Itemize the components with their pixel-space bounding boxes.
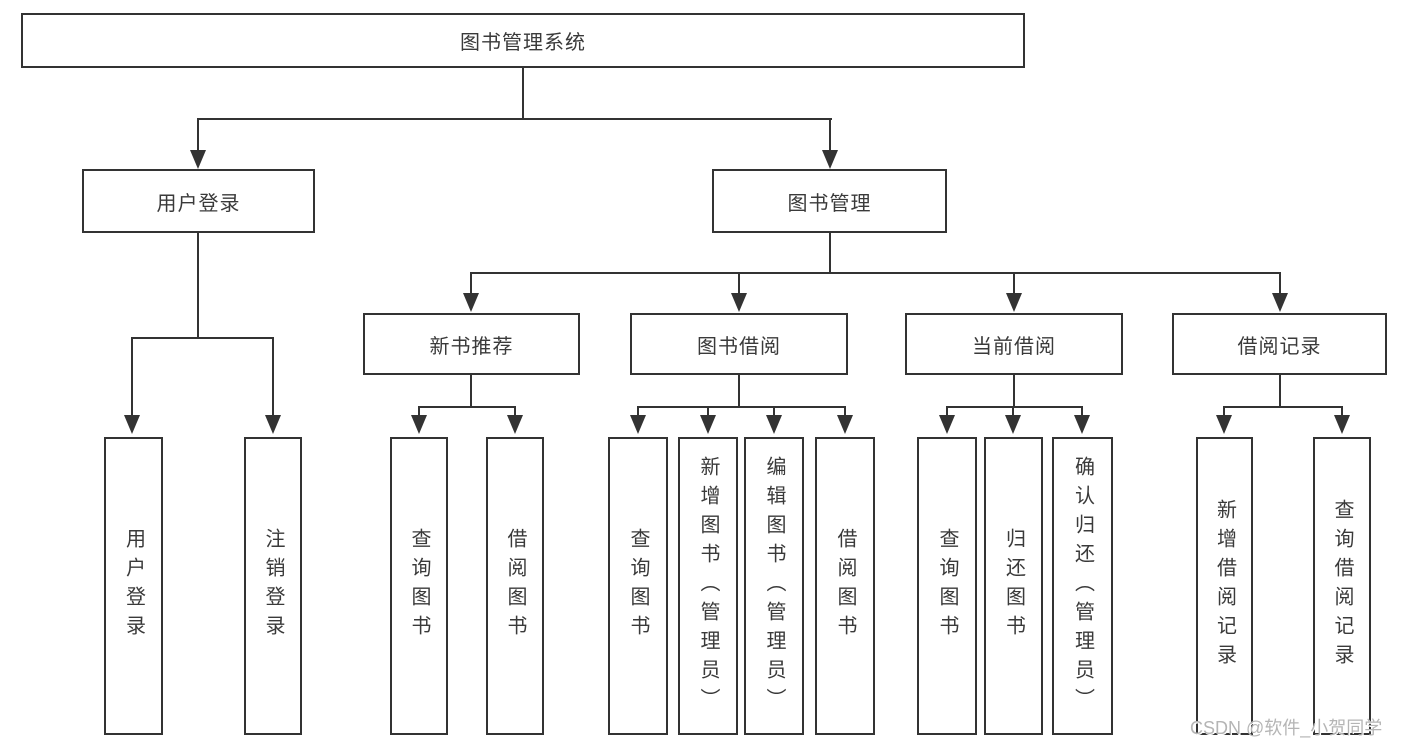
node-borrowing-records: 借阅记录 — [1172, 313, 1387, 375]
connector-line — [946, 406, 1083, 408]
leaf-label: 用户登录 — [122, 528, 145, 644]
arrowhead-down-icon — [190, 150, 206, 169]
connector-line — [1012, 406, 1014, 418]
arrowhead-down-icon — [411, 415, 427, 434]
leaf-edit-book-admin: 编辑图书（管理员） — [744, 437, 804, 735]
leaf-label: 归还图书 — [1002, 528, 1025, 644]
arrowhead-down-icon — [1272, 293, 1288, 312]
connector-line — [707, 406, 709, 418]
leaf-label: 查询借阅记录 — [1331, 499, 1353, 673]
connector-line — [1279, 375, 1281, 406]
arrowhead-down-icon — [766, 415, 782, 434]
connector-line — [1223, 406, 1225, 418]
arrowhead-down-icon — [731, 293, 747, 312]
leaf-borrow-books-borrowing: 借阅图书 — [815, 437, 875, 735]
connector-line — [844, 406, 846, 418]
connector-line — [1081, 406, 1083, 418]
arrowhead-down-icon — [700, 415, 716, 434]
node-library-management-system: 图书管理系统 — [21, 13, 1025, 68]
arrowhead-down-icon — [1334, 415, 1350, 434]
connector-line — [272, 337, 274, 418]
leaf-query-borrow-record: 查询借阅记录 — [1313, 437, 1371, 735]
arrowhead-down-icon — [1216, 415, 1232, 434]
connector-line — [470, 272, 472, 296]
connector-line — [197, 118, 199, 152]
connector-line — [1223, 406, 1343, 408]
node-book-borrowing: 图书借阅 — [630, 313, 848, 375]
connector-line — [1013, 375, 1015, 406]
connector-line — [418, 406, 516, 408]
leaf-user-login: 用户登录 — [104, 437, 163, 735]
connector-line — [637, 406, 846, 408]
node-current-borrowing: 当前借阅 — [905, 313, 1123, 375]
connector-line — [738, 375, 740, 406]
leaf-label: 借阅图书 — [504, 528, 526, 644]
leaf-label: 确认归还（管理员） — [1071, 455, 1094, 717]
leaf-return-books: 归还图书 — [984, 437, 1043, 735]
watermark: CSDN @软件_小贺同学 — [1190, 718, 1383, 738]
leaf-logout: 注销登录 — [244, 437, 302, 735]
node-book-management: 图书管理 — [712, 169, 947, 233]
arrowhead-down-icon — [630, 415, 646, 434]
arrowhead-down-icon — [1005, 415, 1021, 434]
connector-line — [198, 118, 832, 120]
leaf-query-books-current: 查询图书 — [917, 437, 977, 735]
leaf-borrow-books-recommendation: 借阅图书 — [486, 437, 544, 735]
leaf-add-borrow-record: 新增借阅记录 — [1196, 437, 1253, 735]
connector-line — [637, 406, 639, 418]
node-new-book-recommendation: 新书推荐 — [363, 313, 580, 375]
leaf-label: 新增借阅记录 — [1213, 499, 1236, 673]
leaf-label: 查询图书 — [408, 528, 430, 644]
connector-line — [470, 272, 1281, 274]
leaf-confirm-return-admin: 确认归还（管理员） — [1052, 437, 1113, 735]
leaf-query-books-recommendation: 查询图书 — [390, 437, 448, 735]
connector-line — [470, 375, 472, 406]
leaf-label: 注销登录 — [262, 528, 284, 644]
connector-line — [131, 337, 133, 418]
arrowhead-down-icon — [507, 415, 523, 434]
leaf-add-book-admin: 新增图书（管理员） — [678, 437, 738, 735]
connector-line — [1341, 406, 1343, 418]
arrowhead-down-icon — [265, 415, 281, 434]
arrowhead-down-icon — [822, 150, 838, 169]
connector-line — [773, 406, 775, 418]
arrowhead-down-icon — [463, 293, 479, 312]
connector-line — [131, 337, 274, 339]
arrowhead-down-icon — [939, 415, 955, 434]
connector-line — [1279, 272, 1281, 296]
connector-line — [514, 406, 516, 418]
leaf-label: 查询图书 — [627, 528, 649, 644]
connector-line — [1013, 272, 1015, 296]
leaf-query-books-borrowing: 查询图书 — [608, 437, 668, 735]
leaf-label: 新增图书（管理员） — [697, 455, 719, 717]
arrowhead-down-icon — [124, 415, 140, 434]
connector-line — [418, 406, 420, 418]
connector-line — [197, 233, 199, 337]
arrowhead-down-icon — [1006, 293, 1022, 312]
node-user-login: 用户登录 — [82, 169, 315, 233]
connector-line — [522, 68, 524, 118]
leaf-label: 查询图书 — [936, 528, 958, 644]
connector-line — [946, 406, 948, 418]
arrowhead-down-icon — [1074, 415, 1090, 434]
leaf-label: 借阅图书 — [834, 528, 856, 644]
connector-line — [829, 118, 831, 152]
connector-line — [829, 233, 831, 274]
arrowhead-down-icon — [837, 415, 853, 434]
leaf-label: 编辑图书（管理员） — [763, 455, 785, 717]
connector-line — [738, 272, 740, 296]
